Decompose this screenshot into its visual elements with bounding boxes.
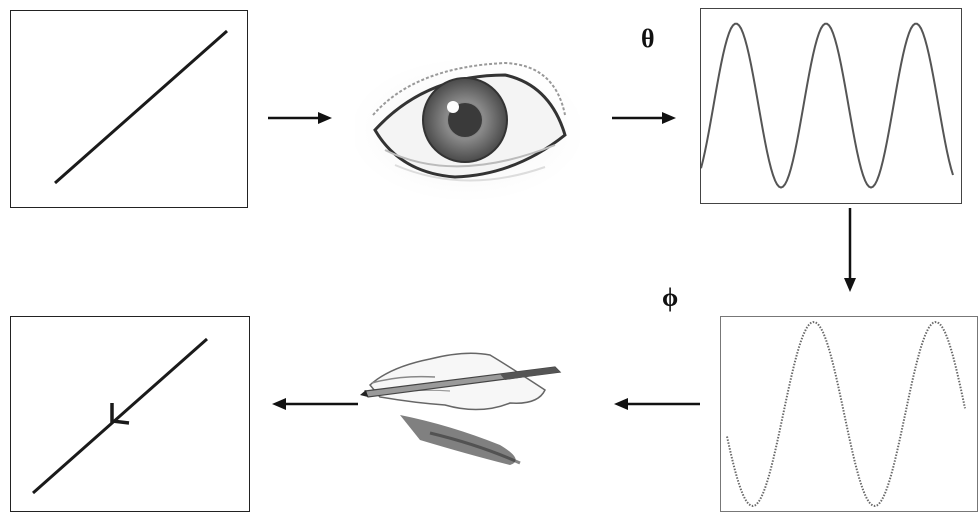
arrow-right-1 — [268, 110, 334, 126]
theta-sine-wave — [701, 9, 960, 202]
phi-symbol: ϕ — [662, 285, 678, 311]
hand-pen-icon — [360, 345, 570, 470]
theta-wave-panel — [700, 8, 962, 204]
input-line-graphic — [11, 11, 246, 206]
tick-mark — [112, 403, 129, 423]
arrow-right-2 — [612, 110, 678, 126]
output-line-graphic — [11, 317, 248, 510]
phi-wave-panel — [720, 316, 978, 512]
output-line-panel — [10, 316, 250, 512]
arrow-left-2 — [272, 396, 358, 412]
input-line-panel — [10, 10, 248, 208]
theta-wave-path — [701, 24, 953, 188]
phi-sine-wave — [721, 317, 977, 511]
eye-illustration — [355, 55, 580, 205]
phi-wave-path — [727, 322, 965, 506]
theta-symbol: θ — [641, 26, 655, 52]
arrow-down — [842, 208, 858, 294]
eye-icon — [355, 55, 580, 205]
hand-illustration — [360, 345, 570, 470]
arrow-left-1 — [614, 396, 700, 412]
